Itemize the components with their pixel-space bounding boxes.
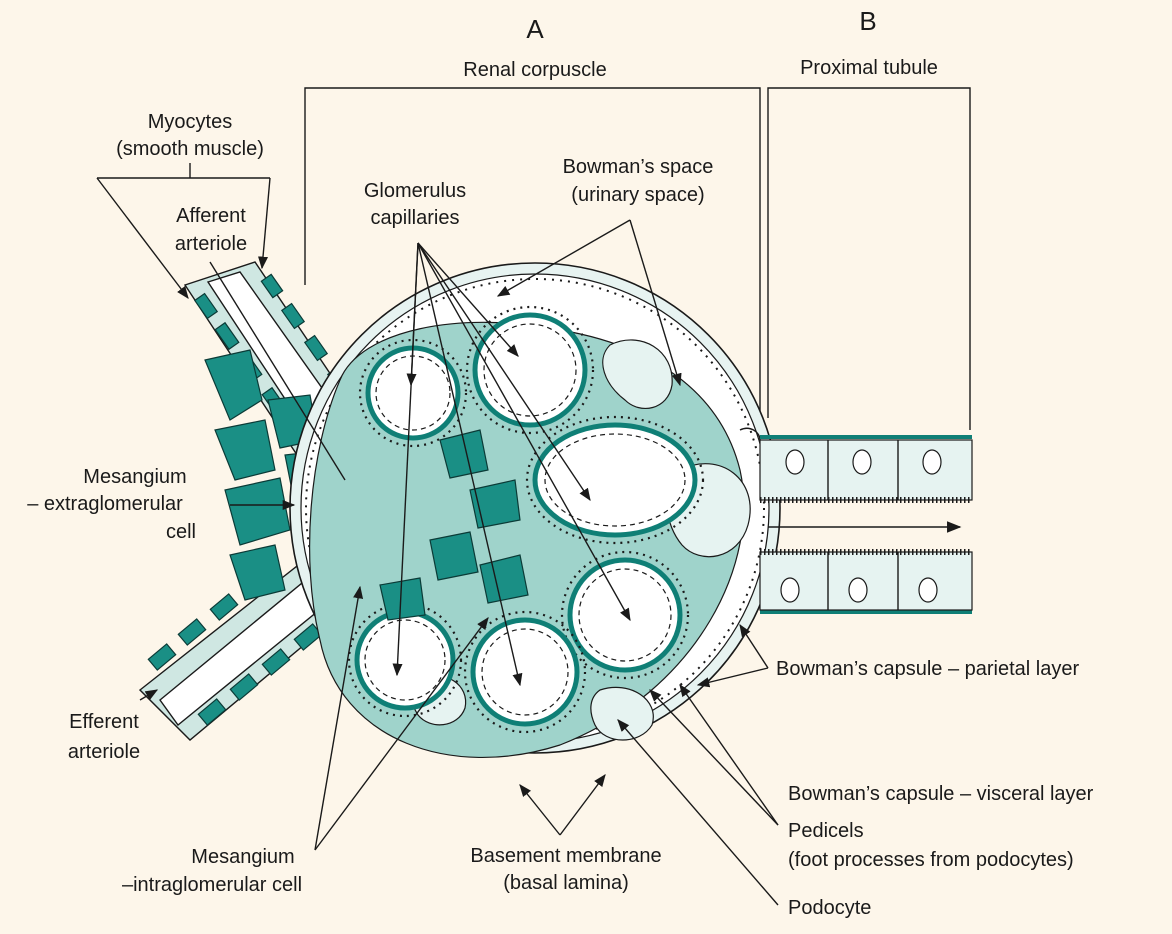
glomerulus-label: Glomerulus xyxy=(364,180,466,202)
pedicels-label-2: (foot processes from podocytes) xyxy=(788,849,1074,871)
podocyte-label: Podocyte xyxy=(788,897,871,919)
mesangium-intra-label: Mesangium xyxy=(191,846,294,868)
bowmans-space-label: Bowman’s space xyxy=(563,156,714,178)
efferent-arteriole-label-2: arteriole xyxy=(68,741,140,763)
proximal-tubule-bracket xyxy=(768,88,970,430)
mesangium-extra-label-2: – extraglomerular xyxy=(27,493,183,515)
afferent-arteriole-label-2: arteriole xyxy=(175,233,247,255)
renal-corpuscle-label: Renal corpuscle xyxy=(463,59,606,81)
bowmans-space-label-2: (urinary space) xyxy=(571,184,704,206)
mesangium-intra-label-2: –intraglomerular cell xyxy=(122,874,302,896)
myocytes-label: Myocytes xyxy=(148,111,232,133)
mesangium-extra-label-3: cell xyxy=(166,521,196,543)
section-b-label: B xyxy=(859,6,876,36)
efferent-arteriole-label: Efferent xyxy=(69,711,139,733)
basement-membrane-label: Basement membrane xyxy=(470,845,661,867)
section-a-label: A xyxy=(526,14,544,44)
myocytes-sub-label: (smooth muscle) xyxy=(116,138,264,160)
visceral-layer-label: Bowman’s capsule – visceral layer xyxy=(788,783,1094,805)
mesangium-extra-label: Mesangium xyxy=(83,466,186,488)
proximal-tubule-label: Proximal tubule xyxy=(800,57,938,79)
glomerulus-label-2: capillaries xyxy=(371,207,460,229)
basement-membrane-label-2: (basal lamina) xyxy=(503,872,629,894)
afferent-arteriole-label: Afferent xyxy=(176,205,246,227)
parietal-layer-label: Bowman’s capsule – parietal layer xyxy=(776,658,1079,680)
pedicels-label: Pedicels xyxy=(788,820,864,842)
